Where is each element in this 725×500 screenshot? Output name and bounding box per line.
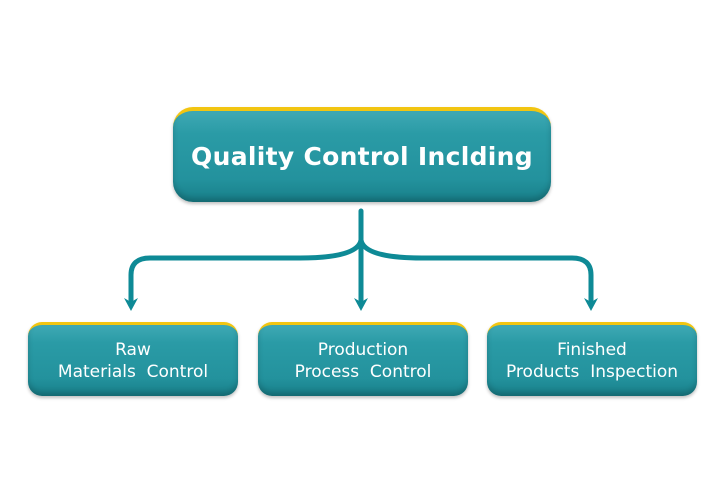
connector-left: [128, 237, 364, 303]
child-node-line2: Products Inspection: [505, 361, 679, 382]
root-node-label: Quality Control Inclding: [191, 142, 533, 171]
child-node-line1: Production: [317, 339, 409, 360]
child-node-line1: Raw: [115, 339, 151, 360]
arrowhead-middle: [354, 298, 368, 311]
child-node-line2: Materials Control: [57, 361, 209, 382]
root-node: Quality Control Inclding: [173, 107, 551, 202]
child-node-line2: Process Control: [294, 361, 432, 382]
child-node-finished-products-inspection: Finished Products Inspection: [487, 322, 697, 396]
child-node-production-process-control: Production Process Control: [258, 322, 468, 396]
child-node-line1: Finished: [557, 339, 627, 360]
arrowhead-left: [124, 298, 138, 311]
connector-right: [358, 237, 594, 303]
arrowhead-right: [584, 298, 598, 311]
child-node-raw-materials-control: Raw Materials Control: [28, 322, 238, 396]
